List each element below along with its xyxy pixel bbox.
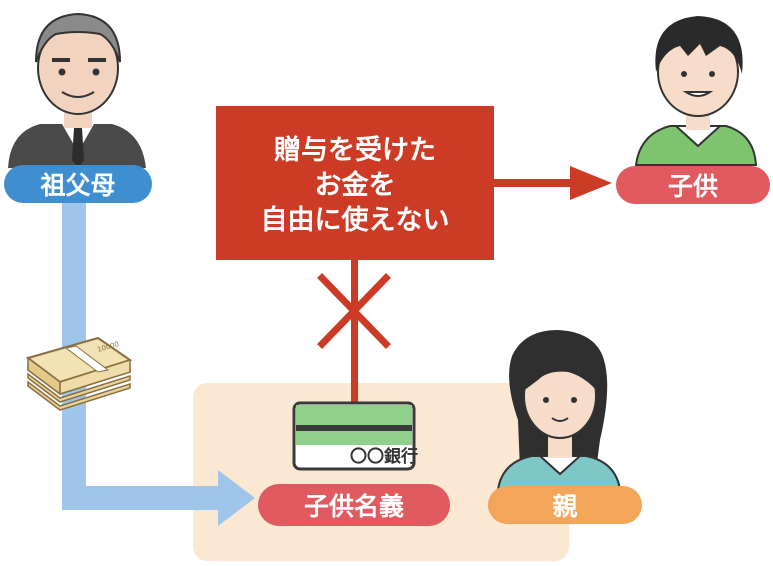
parent-label: 親 [488, 486, 642, 524]
child-avatar [634, 16, 758, 166]
cross-mark-icon [317, 273, 391, 349]
arrow-to-child [494, 166, 612, 200]
warning-line-2: お金を [315, 169, 396, 201]
blocked-connector [351, 260, 358, 404]
grandparent-avatar [8, 12, 146, 168]
warning-box: 贈与を受けた お金を 自由に使えない [216, 106, 494, 260]
grandparents-label-text: 祖父母 [40, 171, 115, 200]
grandparents-label: 祖父母 [4, 165, 152, 203]
parent-label-text: 親 [552, 492, 577, 521]
parent-avatar [496, 330, 622, 491]
child-account-label-text: 子供名義 [304, 492, 404, 521]
child-label: 子供 [616, 166, 770, 204]
bank-card-icon: 〇〇銀行 [292, 401, 418, 471]
warning-line-3: 自由に使えない [261, 204, 450, 236]
bank-card-label: 〇〇銀行 [350, 446, 418, 467]
child-label-text: 子供 [668, 172, 718, 201]
money-flow-arrowhead [218, 470, 255, 526]
banknote-stack-icon: 10000 [25, 336, 133, 411]
child-account-label: 子供名義 [258, 484, 450, 526]
warning-line-1: 贈与を受けた [274, 134, 436, 166]
